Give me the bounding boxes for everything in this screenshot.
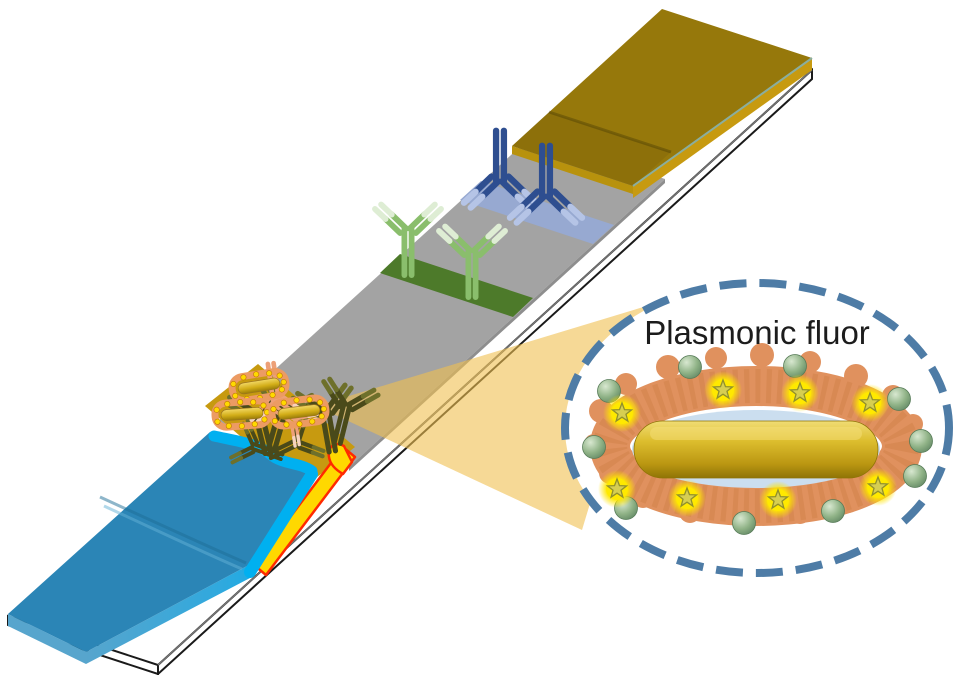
green-sphere	[582, 435, 606, 459]
green-sphere	[903, 464, 927, 488]
sample-pad-crease	[99, 495, 247, 565]
green-sphere	[821, 499, 845, 523]
fluorophore-star	[858, 467, 898, 507]
sample-pad-lower-side-face	[86, 468, 314, 664]
fluorophore-star	[758, 480, 798, 520]
green-sphere	[909, 429, 933, 453]
sample-pad-top-face	[8, 432, 314, 652]
sample-pad-end-face	[8, 614, 86, 664]
gold-nanorod	[633, 420, 879, 479]
sample-pad-edge-drop	[244, 468, 318, 578]
plasmonic-fluor-particle	[270, 394, 329, 430]
absorbent-pad-lower-side-face	[633, 58, 812, 198]
fluorophore-star	[597, 469, 637, 509]
magnification-beam	[316, 305, 650, 530]
green-sphere	[678, 355, 702, 379]
control-line	[460, 181, 614, 244]
plasmonic-fluor-callout: Plasmonic fluor	[561, 279, 953, 577]
fluorophore-star	[602, 393, 642, 433]
test-line	[380, 254, 533, 317]
absorbent-pad-crease	[548, 110, 672, 154]
green-sphere	[783, 354, 807, 378]
corona-speckle-texture	[593, 369, 919, 523]
absorbent-pad	[512, 9, 813, 198]
fluorophore-star	[667, 478, 707, 518]
fluorophore-star	[780, 373, 820, 413]
fluorophore-star	[850, 383, 890, 423]
plasmonic-fluor-label: Plasmonic fluor	[644, 314, 870, 351]
absorbent-pad-top-face	[512, 9, 812, 186]
sample-pad-crease-highlight	[103, 504, 243, 571]
green-sphere	[732, 511, 756, 535]
absorbent-pad-seam-line	[632, 57, 813, 187]
plasmonic-fluor-particle	[213, 397, 270, 430]
green-sphere	[887, 387, 911, 411]
fluorophore-star	[703, 370, 743, 410]
absorbent-pad-slope-shade	[512, 112, 671, 186]
